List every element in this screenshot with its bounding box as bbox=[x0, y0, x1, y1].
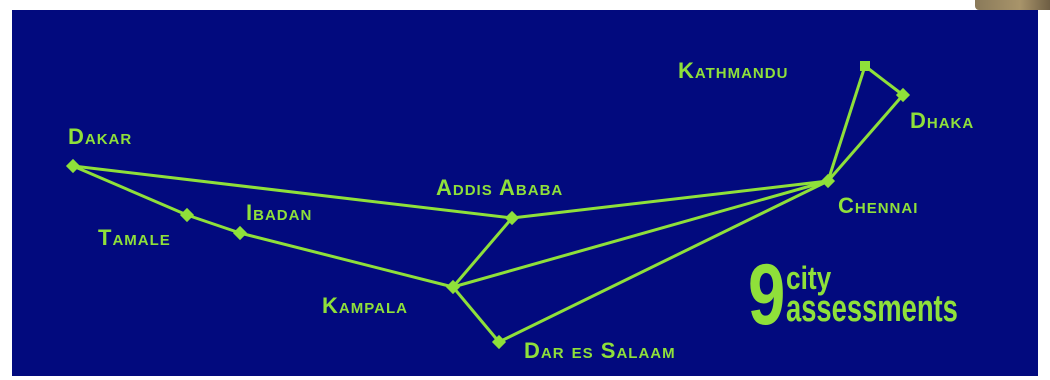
connection-tamale-ibadan bbox=[186, 213, 241, 235]
city-label-tamale: Tamale bbox=[98, 225, 171, 250]
connection-addis-ababa-chennai bbox=[511, 179, 829, 220]
city-node-addis-ababa bbox=[504, 210, 520, 226]
connection-kampala-dar-es-salaam bbox=[451, 286, 501, 343]
city-node-kampala bbox=[445, 279, 461, 295]
city-node-dar-es-salaam bbox=[491, 334, 507, 350]
connection-ibadan-kampala bbox=[239, 231, 454, 289]
logo-number: 9 bbox=[748, 247, 786, 343]
connection-chennai-kathmandu bbox=[826, 65, 867, 182]
city-label-kathmandu: Kathmandu bbox=[678, 58, 788, 83]
city-node-tamale bbox=[179, 207, 195, 223]
connection-kampala-addis-ababa bbox=[451, 217, 514, 288]
connection-kathmandu-dhaka bbox=[864, 64, 904, 97]
city-label-dhaka: Dhaka bbox=[910, 108, 974, 133]
connection-dakar-addis-ababa bbox=[72, 164, 513, 220]
connection-dar-es-salaam-chennai bbox=[498, 179, 829, 344]
nine-city-assessments-logo: 9 city assessments bbox=[748, 252, 998, 338]
city-node-chennai bbox=[820, 173, 836, 189]
city-label-kampala: Kampala bbox=[322, 293, 408, 318]
city-node-dakar bbox=[65, 158, 81, 174]
city-node-dhaka bbox=[895, 87, 911, 103]
city-node-kathmandu bbox=[860, 61, 870, 71]
city-label-dakar: Dakar bbox=[68, 124, 132, 149]
logo-word-city: city bbox=[786, 260, 832, 296]
city-label-dar-es-salaam: Dar es Salaam bbox=[524, 338, 676, 363]
connection-kampala-chennai bbox=[452, 179, 829, 289]
city-label-ibadan: Ibadan bbox=[246, 200, 312, 225]
city-label-chennai: Chennai bbox=[838, 193, 918, 218]
connection-dakar-tamale bbox=[72, 164, 188, 217]
corner-photo-fragment bbox=[975, 0, 1050, 10]
city-label-addis-ababa: Addis Ababa bbox=[436, 175, 563, 200]
connection-dhaka-chennai bbox=[826, 94, 905, 182]
city-node-ibadan bbox=[232, 225, 248, 241]
logo-word-assessments: assessments bbox=[786, 288, 958, 330]
